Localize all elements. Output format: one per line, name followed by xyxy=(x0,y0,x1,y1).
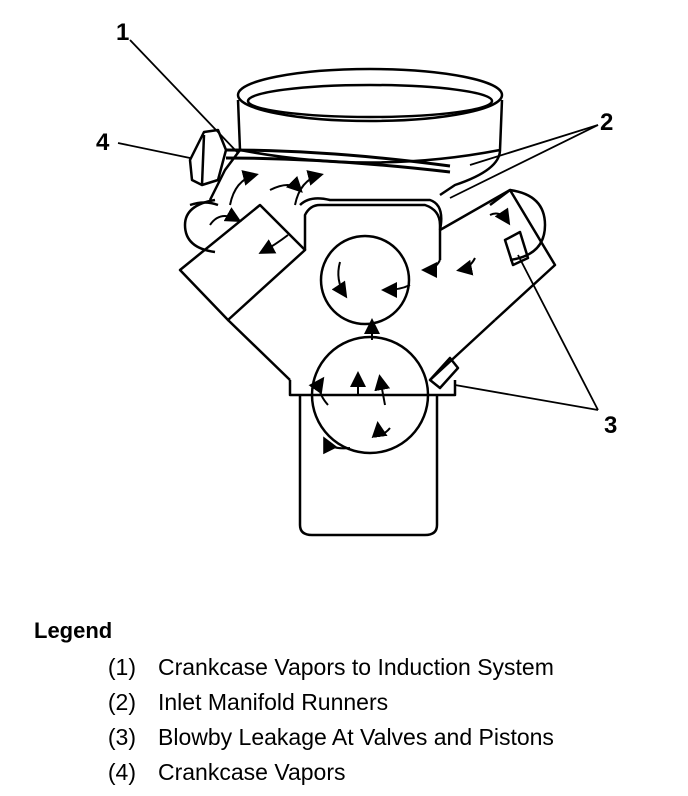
legend-item: (2) Inlet Manifold Runners xyxy=(34,685,674,720)
left-bank xyxy=(178,203,307,381)
legend-item-text: Blowby Leakage At Valves and Pistons xyxy=(158,724,554,750)
legend-item: (1) Crankcase Vapors to Induction System xyxy=(34,650,674,685)
legend-item-number: (3) xyxy=(107,724,136,750)
vapor-tube xyxy=(225,148,451,174)
leader-lines xyxy=(117,39,599,411)
legend-item-text: Crankcase Vapors to Induction System xyxy=(158,654,554,680)
callout-1: 1 xyxy=(116,19,129,46)
intake-manifold xyxy=(208,149,502,231)
left-head xyxy=(183,198,219,254)
blowby-fittings xyxy=(428,230,530,390)
legend-item: (3) Blowby Leakage At Valves and Pistons xyxy=(34,720,674,755)
legend-item-number: (4) xyxy=(107,759,136,785)
legend-item-text: Crankcase Vapors xyxy=(158,759,346,785)
callout-2: 2 xyxy=(600,109,613,136)
callout-3: 3 xyxy=(604,412,617,439)
legend-item-number: (1) xyxy=(107,654,136,680)
vapor-flow-arrows xyxy=(209,170,511,455)
engine-diagram: 1 2 3 4 xyxy=(96,19,617,537)
callout-4: 4 xyxy=(96,129,110,156)
legend: Legend (1) Crankcase Vapors to Induction… xyxy=(34,618,674,790)
legend-item-text: Inlet Manifold Runners xyxy=(158,689,389,715)
air-cleaner xyxy=(236,67,504,164)
legend-item: (4) Crankcase Vapors xyxy=(34,755,674,790)
right-bank xyxy=(429,188,557,381)
legend-title: Legend xyxy=(34,618,113,643)
oil-pan xyxy=(288,380,457,537)
legend-item-number: (2) xyxy=(107,689,136,715)
